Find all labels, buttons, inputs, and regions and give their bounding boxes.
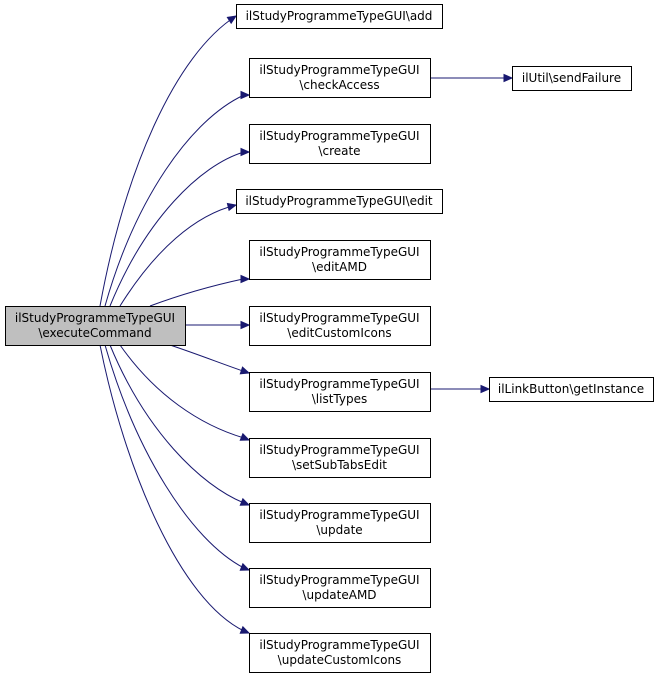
- node-eamd[interactable]: ilStudyProgrammeTypeGUI\editAMD: [249, 240, 431, 280]
- node-box: [249, 240, 431, 280]
- node-label: \editAMD: [312, 260, 367, 274]
- node-label: ilStudyProgrammeTypeGUI: [259, 311, 419, 325]
- node-root[interactable]: ilStudyProgrammeTypeGUI\executeCommand: [5, 306, 186, 346]
- arrow-head: [239, 625, 251, 634]
- node-box: [236, 189, 443, 214]
- arrow-head: [239, 432, 251, 441]
- arrow-head: [503, 73, 514, 83]
- arrow-head: [240, 147, 251, 157]
- edge-line: [104, 94, 245, 307]
- node-uamd[interactable]: ilStudyProgrammeTypeGUI\updateAMD: [249, 568, 431, 608]
- node-box: [249, 306, 431, 346]
- arrow-head: [240, 274, 251, 284]
- node-box: [512, 66, 632, 91]
- node-label: ilStudyProgrammeTypeGUI: [259, 443, 419, 457]
- node-label: ilLinkButton\getInstance: [498, 382, 644, 396]
- arrow-head: [240, 320, 251, 330]
- node-box: [249, 438, 431, 478]
- node-check[interactable]: ilStudyProgrammeTypeGUI\checkAccess: [249, 58, 431, 98]
- node-box: [5, 306, 186, 346]
- node-box: [249, 633, 431, 673]
- arrow-head: [480, 384, 491, 394]
- node-create[interactable]: ilStudyProgrammeTypeGUI\create: [249, 124, 431, 164]
- node-label: ilStudyProgrammeTypeGUI: [259, 573, 419, 587]
- edge-line: [109, 151, 245, 307]
- arrow-head: [226, 15, 238, 25]
- edge-root-uci: [99, 344, 251, 634]
- arrow-head: [226, 202, 238, 212]
- node-label: ilStudyProgrammeTypeGUI: [259, 508, 419, 522]
- edge-root-list: [169, 344, 251, 375]
- node-label: ilStudyProgrammeTypeGUI\edit: [245, 194, 433, 208]
- node-eci[interactable]: ilStudyProgrammeTypeGUI\editCustomIcons: [249, 306, 431, 346]
- call-edges: [99, 15, 514, 634]
- node-label: ilUtil\sendFailure: [522, 71, 621, 85]
- node-label: ilStudyProgrammeTypeGUI: [259, 129, 419, 143]
- edge-list-link: [430, 384, 491, 394]
- arrow-head: [239, 562, 251, 571]
- node-label: ilStudyProgrammeTypeGUI: [259, 245, 419, 259]
- node-box: [249, 372, 431, 412]
- edge-line: [169, 344, 244, 372]
- node-label: ilStudyProgrammeTypeGUI\add: [246, 9, 433, 23]
- arrow-head: [239, 497, 251, 506]
- edge-root-eamd: [149, 274, 251, 307]
- node-add[interactable]: ilStudyProgrammeTypeGUI\add: [236, 4, 443, 29]
- edge-root-create: [109, 147, 251, 307]
- node-label: \editCustomIcons: [287, 326, 391, 340]
- edge-line: [119, 204, 237, 307]
- node-label: \update: [316, 523, 362, 537]
- edge-root-subt: [119, 344, 251, 441]
- edge-line: [99, 344, 245, 632]
- arrow-head: [240, 90, 251, 100]
- node-label: \create: [318, 144, 360, 158]
- node-label: ilStudyProgrammeTypeGUI: [259, 638, 419, 652]
- node-uci[interactable]: ilStudyProgrammeTypeGUI\updateCustomIcon…: [249, 633, 431, 673]
- edge-root-check: [104, 90, 251, 307]
- node-upd[interactable]: ilStudyProgrammeTypeGUI\update: [249, 503, 431, 543]
- call-nodes: ilStudyProgrammeTypeGUI\executeCommandil…: [5, 4, 654, 673]
- node-link[interactable]: ilLinkButton\getInstance: [489, 377, 654, 402]
- edge-check-fail: [429, 73, 514, 83]
- edge-root-edit: [119, 202, 238, 307]
- node-label: ilStudyProgrammeTypeGUI: [259, 63, 419, 77]
- edge-line: [119, 344, 245, 439]
- edge-line: [104, 344, 245, 569]
- node-edit[interactable]: ilStudyProgrammeTypeGUI\edit: [236, 189, 443, 214]
- node-box: [236, 4, 443, 29]
- node-label: ilStudyProgrammeTypeGUI: [259, 377, 419, 391]
- node-label: \checkAccess: [299, 78, 379, 92]
- node-label: \executeCommand: [38, 326, 151, 340]
- edge-root-uamd: [104, 344, 251, 571]
- edge-line: [109, 344, 245, 504]
- edge-line: [149, 278, 244, 307]
- edge-root-add: [99, 15, 238, 307]
- arrow-head: [239, 366, 251, 375]
- node-fail[interactable]: ilUtil\sendFailure: [512, 66, 632, 91]
- edge-root-upd: [109, 344, 251, 506]
- node-subt[interactable]: ilStudyProgrammeTypeGUI\setSubTabsEdit: [249, 438, 431, 478]
- node-box: [249, 503, 431, 543]
- edge-root-eci: [184, 320, 251, 330]
- node-label: \updateAMD: [302, 588, 376, 602]
- edge-line: [99, 15, 237, 307]
- node-label: \updateCustomIcons: [278, 653, 402, 667]
- node-box: [249, 58, 431, 98]
- node-box: [249, 568, 431, 608]
- node-label: \setSubTabsEdit: [292, 458, 387, 472]
- node-label: ilStudyProgrammeTypeGUI: [15, 311, 175, 325]
- node-box: [249, 124, 431, 164]
- node-label: \listTypes: [312, 392, 367, 406]
- node-list[interactable]: ilStudyProgrammeTypeGUI\listTypes: [249, 372, 431, 412]
- node-box: [489, 377, 654, 402]
